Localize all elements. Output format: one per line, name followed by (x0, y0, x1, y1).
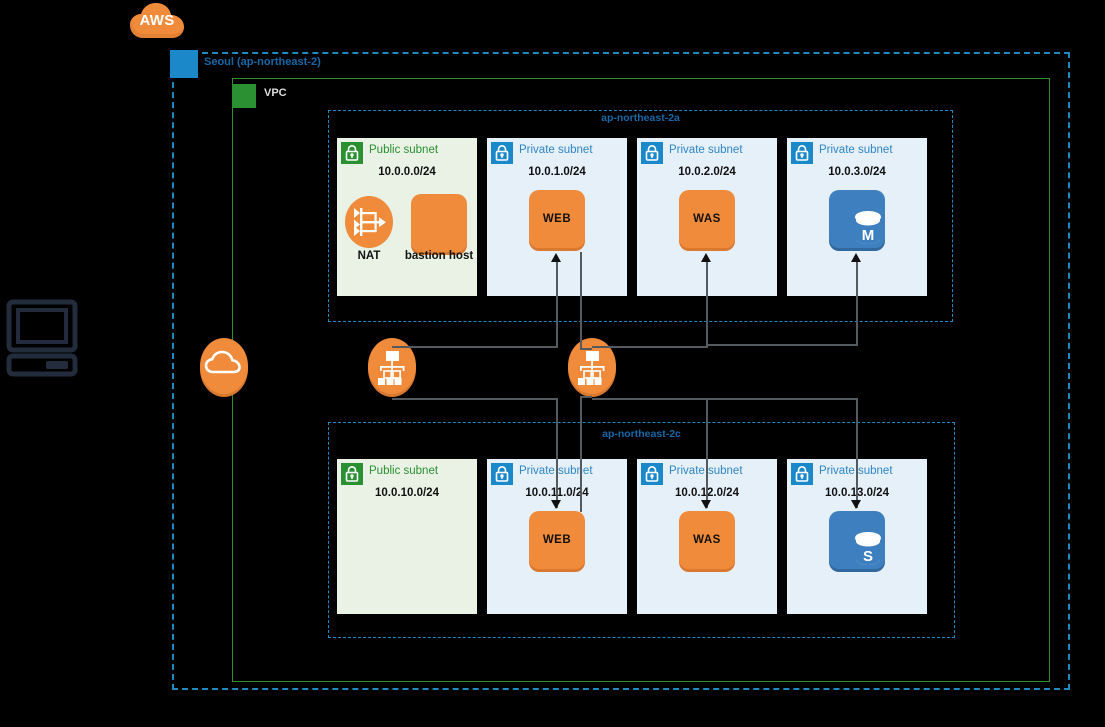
availability-zone-c-label: ap-northeast-2c (602, 428, 681, 440)
connector-weblb-trunk-c (392, 398, 558, 400)
connector-weblb-trunk-a (392, 346, 558, 348)
database-slave-label: S (862, 548, 873, 565)
was-server-label: WAS (693, 213, 721, 225)
connector-weblb-to-web-a (556, 258, 558, 348)
subnet-title: Public subnet (369, 144, 439, 156)
database-master-label: M (861, 227, 875, 244)
web-server-node: WEB (529, 190, 585, 248)
connector-weblb-to-web-c (556, 398, 558, 508)
subnet-cidr: 10.0.3.0/24 (828, 166, 886, 178)
vpc-tag-icon (232, 84, 256, 108)
bastion-host-caption: bastion host (404, 250, 474, 262)
lock-icon (791, 463, 813, 485)
database-master-node: M (829, 190, 885, 248)
was-server-label: WAS (693, 534, 721, 546)
web-server-label: WEB (542, 534, 572, 546)
subnet-cidr: 10.0.0.0/24 (378, 166, 436, 178)
connector-db-trunk-a (706, 344, 858, 346)
arrowhead-was-c-in (701, 500, 711, 509)
aws-cloud-logo: AWS (128, 2, 186, 42)
was-server-node: WAS (679, 190, 735, 248)
arrowhead-db-slave-in (851, 500, 861, 509)
internet-gateway-cloud-icon (200, 338, 248, 394)
database-icon (855, 532, 881, 565)
subnet-title: Private subnet (669, 144, 743, 156)
subnet-title: Private subnet (669, 465, 743, 477)
arrowhead-was-a-in (701, 253, 711, 262)
connector-waslb-to-was-a (706, 258, 708, 348)
lock-icon (791, 142, 813, 164)
connector-web-a-to-waslb-join (580, 348, 592, 350)
availability-zone-a-label: ap-northeast-2a (601, 112, 680, 124)
bastion-host-node (411, 194, 467, 252)
arrowhead-web-c-in (551, 500, 561, 509)
subnet-public-10-0-10-0: Public subnet 10.0.10.0/24 (337, 459, 477, 614)
availability-zone-c-boundary (328, 422, 955, 638)
subnet-title: Private subnet (519, 144, 593, 156)
subnet-cidr: 10.0.10.0/24 (375, 487, 439, 499)
subnet-public-10-0-0-0: Public subnet 10.0.0.0/24 NAT bastion ho… (337, 138, 477, 296)
nat-gateway-caption: NAT (357, 250, 381, 262)
lock-icon (641, 142, 663, 164)
aws-logo-label: AWS (139, 12, 175, 29)
lock-icon (491, 142, 513, 164)
connector-was-a-to-db-master (856, 262, 858, 346)
web-server-label: WEB (542, 213, 572, 225)
region-boundary (172, 52, 1070, 690)
connector-waslb-trunk-c (592, 398, 708, 400)
subnet-title: Private subnet (819, 144, 893, 156)
lock-icon (341, 463, 363, 485)
web-server-node: WEB (529, 511, 585, 569)
availability-zone-a-boundary (328, 110, 953, 322)
connector-web-a-to-waslb (580, 252, 582, 350)
lock-icon (341, 142, 363, 164)
connector-was-c-to-db-slave (856, 398, 858, 508)
connector-db-trunk-c (706, 398, 858, 400)
subnet-title: Public subnet (369, 465, 439, 477)
connector-waslb-trunk-a (592, 346, 708, 348)
desktop-computer-icon (6, 298, 82, 378)
connector-waslb-to-was-c (706, 398, 708, 508)
arrowhead-db-master-in (851, 253, 861, 262)
connector-web-c-to-waslb (580, 396, 582, 512)
subnet-title: Private subnet (819, 465, 893, 477)
subnet-title: Private subnet (519, 465, 593, 477)
lock-icon (641, 463, 663, 485)
was-server-node: WAS (679, 511, 735, 569)
subnet-private-10-0-1-0: Private subnet 10.0.1.0/24 WEB (487, 138, 627, 296)
vpc-label: VPC (264, 87, 287, 99)
aws-cloud-shape-icon (130, 3, 184, 38)
region-tag-icon (170, 50, 198, 78)
connector-web-c-to-waslb-join (580, 396, 592, 398)
subnet-cidr: 10.0.2.0/24 (678, 166, 736, 178)
subnet-cidr: 10.0.1.0/24 (528, 166, 586, 178)
lock-icon (491, 463, 513, 485)
nat-gateway-icon (345, 194, 393, 250)
arrowhead-web-a-in (551, 253, 561, 262)
database-slave-node: S (829, 511, 885, 569)
region-label: Seoul (ap-northeast-2) (204, 56, 321, 68)
database-icon (855, 211, 881, 244)
